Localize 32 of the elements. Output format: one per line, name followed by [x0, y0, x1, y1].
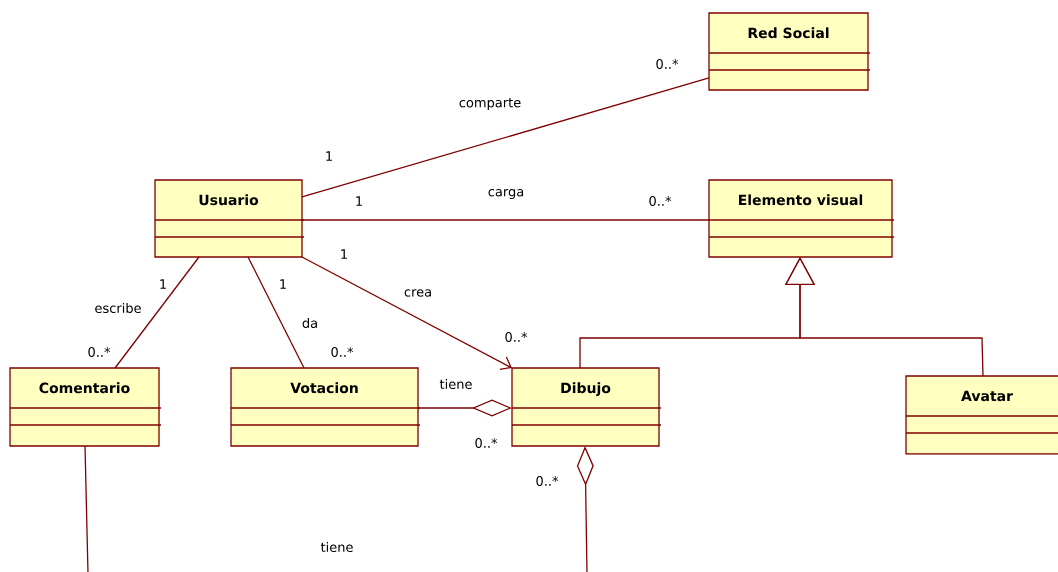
- multiplicity-label: 0..*: [88, 347, 111, 357]
- multiplicity-label: 0..*: [475, 438, 498, 448]
- multiplicity-label: 1: [356, 196, 362, 206]
- navigable-association-arrow: [301, 256, 512, 371]
- multiplicity-label: 0..*: [649, 196, 672, 206]
- association-line: [301, 77, 710, 198]
- edge-label: da: [300, 316, 320, 329]
- class-box: Red Social: [708, 12, 871, 91]
- association-line: [247, 256, 305, 369]
- association-line: [114, 256, 200, 369]
- multiplicity-label: 1: [326, 151, 332, 161]
- generalization-arrow: [784, 257, 984, 377]
- class-box: Votacion: [230, 367, 421, 447]
- multiplicity-label: 1: [280, 279, 286, 289]
- edge-label: crea: [402, 288, 434, 298]
- edge-label: comparte: [457, 97, 523, 111]
- aggregation-line: [84, 445, 594, 572]
- multiplicity-label: 1: [160, 279, 166, 289]
- multiplicity-label: 0..*: [656, 59, 679, 69]
- class-box: Elemento visual: [708, 179, 895, 258]
- multiplicity-label: 0..*: [505, 332, 528, 342]
- multiplicity-label: 1: [341, 249, 347, 259]
- edge-label: tiene: [319, 540, 355, 553]
- association-line: [301, 219, 710, 221]
- edge-label: carga: [486, 188, 526, 200]
- edge-label: tiene: [438, 377, 474, 390]
- class-box: Usuario: [154, 179, 305, 258]
- edge-label: escribe: [93, 301, 143, 315]
- class-box: Avatar: [905, 375, 1058, 455]
- multiplicity-label: 0..*: [536, 476, 559, 486]
- class-box: Dibujo: [511, 367, 662, 447]
- class-box: Comentario: [9, 367, 162, 447]
